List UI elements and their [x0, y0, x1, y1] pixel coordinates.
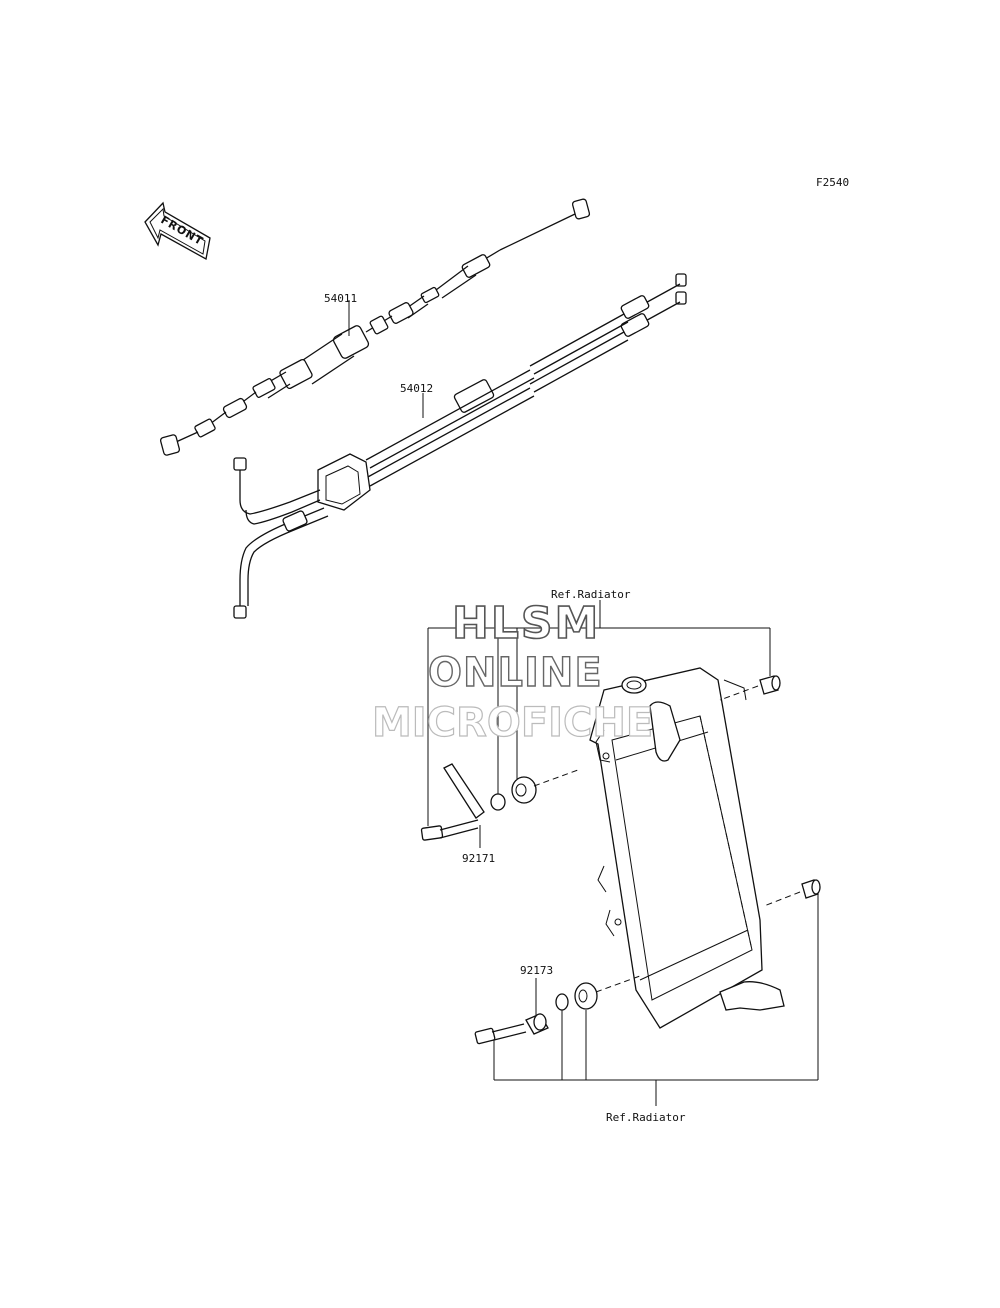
ref-bracket-top [427, 600, 771, 826]
watermark-line-3: MICROFICHE [372, 700, 653, 746]
ref-bracket-bottom [493, 1010, 818, 1106]
throttle-cable-54012 [233, 273, 687, 619]
front-arrow-icon: FRONT [144, 201, 211, 261]
watermark-line-1: HLSM [452, 598, 600, 649]
callout-92171: 92171 [462, 852, 495, 865]
callout-92173: 92173 [520, 964, 553, 977]
bolt-lower-right [763, 879, 821, 1080]
callout-ref-radiator-top: Ref.Radiator [551, 588, 631, 601]
callout-54012: 54012 [400, 382, 433, 395]
callout-54011: 54011 [324, 292, 357, 305]
bolt-top-right [719, 675, 781, 701]
throttle-cable-54011 [159, 198, 591, 456]
watermark-line-2: ONLINE [428, 650, 603, 696]
figure-code: F2540 [816, 176, 849, 189]
watermark: HLSM ONLINE MICROFICHE [371, 597, 653, 746]
radiator [589, 667, 785, 1029]
collar-92173 [474, 975, 641, 1045]
bracket-92171 [420, 763, 579, 841]
callout-ref-radiator-bottom: Ref.Radiator [606, 1111, 686, 1124]
